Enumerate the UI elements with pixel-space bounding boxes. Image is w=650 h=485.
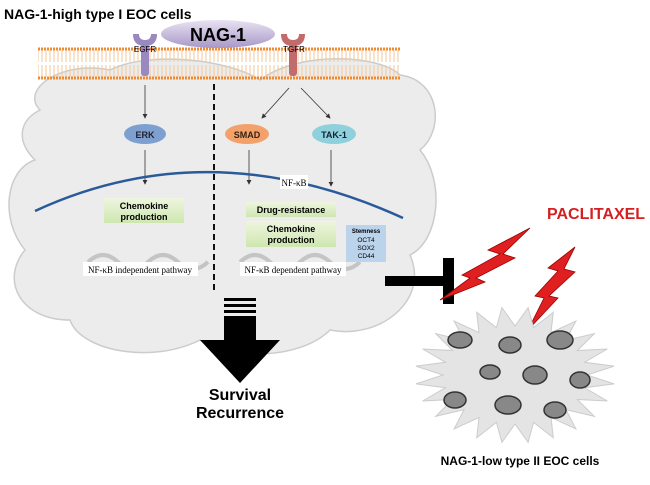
nuclear-envelope [34,171,404,220]
tak1-label: TAK-1 [321,130,347,140]
nag1-ligand [161,20,275,48]
title-bottom: NAG-1-low type II EOC cells [441,454,600,468]
egfr-label: EGFR [134,45,156,54]
left-chemokine-line1: Chemokine [120,201,169,211]
egfr-receptor [133,34,157,76]
lightning-bolt-icon [439,227,531,301]
pathway-right-box [240,262,346,276]
drug-resistance-box [246,202,336,217]
pathway-right-label: NF-κB dependent pathway [244,265,342,275]
inhibition-bar [385,258,454,304]
left-chemokine-box [104,198,184,223]
recurrence-label: Recurrence [196,405,284,422]
stemness-marker: SOX2 [357,245,375,252]
survival-label: Survival [209,387,271,404]
tgfr-receptor [281,34,305,76]
stemness-title: Stemness [352,229,381,235]
pathway-left-label: NF-κB independent pathway [88,265,193,275]
erk-node [124,124,166,144]
tgfr-label: TGFR [283,45,305,54]
outcome-arrow [200,298,280,383]
cell-membrane [38,47,400,80]
pathway-left-box [83,262,198,276]
cell-cloud [8,58,437,355]
signal-arrows [142,85,334,187]
drug-resistance-label: Drug-resistance [257,205,326,215]
stemness-marker: CD44 [358,253,375,260]
stemness-box [346,225,386,262]
right-chemokine-box [246,221,336,247]
left-chemokine-line2: production [121,212,168,222]
smad-node [225,124,269,144]
nfkb-label: NF-κB [281,178,306,188]
tak1-node [312,124,356,144]
nfkb-box [280,175,308,189]
right-chemokine-line2: production [268,235,315,245]
nag1-label: NAG-1 [190,25,246,45]
smad-label: SMAD [234,130,261,140]
stemness-marker: OCT4 [357,237,375,244]
cell-fragments [443,330,591,419]
erk-label: ERK [135,130,155,140]
right-chemokine-line1: Chemokine [267,224,316,234]
title-top: NAG-1-high type I EOC cells [4,6,192,22]
paclitaxel-label: PACLITAXEL [547,206,645,223]
